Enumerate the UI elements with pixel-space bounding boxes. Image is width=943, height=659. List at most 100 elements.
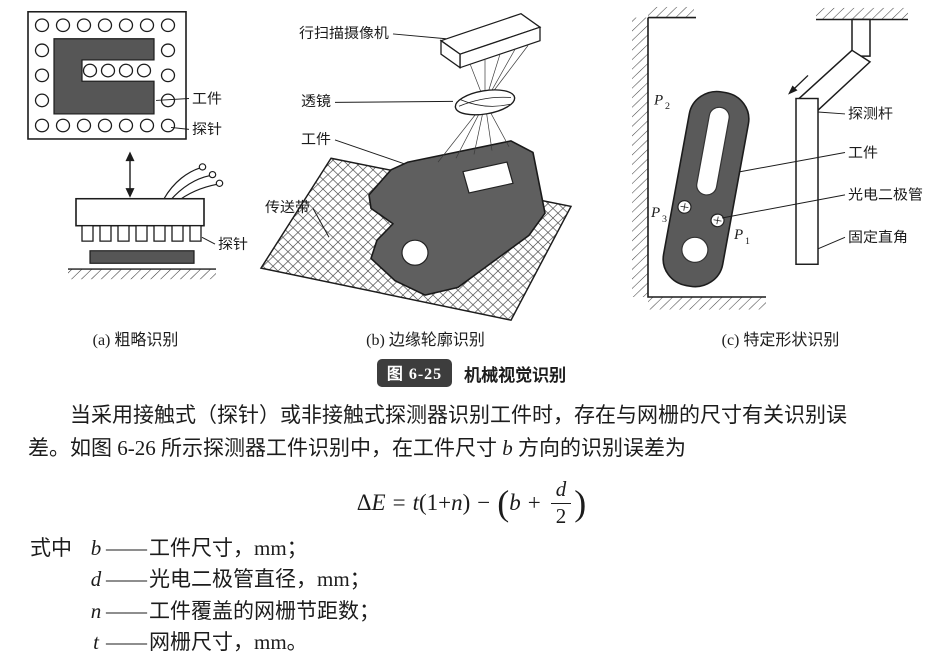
var-E: E [371,489,386,515]
ground-hatching [68,269,216,280]
close-paren-1: ) [462,489,471,515]
wall-outline [647,17,766,298]
workpiece-leader [155,98,190,101]
conveyor-leader [312,208,330,238]
probe2-label: 探针 [218,236,248,253]
line-scan-camera [439,13,542,69]
ceiling-hatching [816,7,908,20]
figure-caption: 图 6-25 机械视觉识别 [0,359,943,387]
body-paragraph: 当采用接触式（探针）或非接触式探测器识别工件时，存在与网栅的尺寸有关识别误差。如… [28,399,916,465]
fixed-angle-label: 固定直角 [848,229,908,246]
big-close-paren: ) [574,483,587,524]
arrow-up-icon [125,151,135,162]
where-line-n: n —— 工件覆盖的网栅节距数； [86,596,943,627]
p1-subscript: 1 [745,236,750,247]
plus-sign: + [527,489,541,515]
figure-number-badge: 图 6-25 [376,359,453,387]
workpiece-bar [89,250,195,264]
symbol-n: n [90,598,102,623]
rectangular-hole [462,161,514,194]
fraction-numerator: d [550,478,572,504]
wall-top-hatching [648,6,694,18]
specific-shape-diagram: P 2 P 3 P 1 探测杆 工件 光电二极管 固定直角 [632,6,923,310]
figure-title: 机械视觉识别 [464,365,567,385]
dash: —— [106,567,147,592]
var-t: t [412,489,419,515]
where-line-b: 式中 b —— 工件尺寸，mm； [30,533,943,564]
probe-board-diagram: 工件 探针 [27,11,222,140]
probe-label: 探针 [192,121,222,138]
conveyor-label: 传送带 [265,199,310,216]
symbol-definitions: 式中 b —— 工件尺寸，mm； d —— 光电二极管直径，mm； n —— 工… [30,533,943,657]
symbol-d: d [90,567,102,592]
rough-recognition-diagram: 工件 探针 [27,11,248,280]
edge-contour-diagram: 行扫描摄像机 透镜 工件 传送带 [259,13,573,321]
figure-6-25: 工件 探针 [27,6,943,350]
camera-label: 行扫描摄像机 [299,25,389,42]
var-b: b [509,489,521,515]
big-open-paren: ( [497,483,510,524]
definition-t: 网栅尺寸，mm。 [149,629,308,654]
open-paren-1: ( [418,489,427,515]
circular-hole [401,239,429,266]
probe-teeth [81,225,202,242]
workpiece-leader [739,151,846,173]
probe-head-diagram: 探针 [68,151,248,280]
panel-c: P 2 P 3 P 1 探测杆 工件 光电二极管 固定直角 (c) 特定形状识别 [618,6,943,350]
dash: —— [106,536,147,561]
motion-arrow-shaft [793,74,809,90]
probe-rod-label: 探测杆 [848,106,893,123]
panel-b-caption: (b) 边缘轮廓识别 [366,332,485,349]
lens-leader [334,100,454,103]
definition-d: 光电二极管直径，mm； [149,567,371,592]
workpiece-shape [53,38,155,115]
paragraph-line1: 当采用接触式（探针）或非接触式探测器识别工件时，存在与网栅的尺寸有关识别误 [70,403,847,427]
wire-ends [198,163,224,187]
p2-label: P [653,93,663,109]
lens [454,89,516,116]
one-plus: 1+ [426,489,452,515]
variable-b-inline: b [502,436,513,461]
workpiece-leader [334,139,406,165]
delta-symbol: Δ [356,489,372,515]
where-line-t: t —— 网栅尺寸，mm。 [86,627,943,658]
probe-head-body [75,197,205,227]
panel-a-caption: (a) 粗略识别 [92,332,179,349]
wall-hatching [632,17,648,298]
minus-sign: − [477,489,491,515]
dash: —— [106,629,147,654]
p3-label: P [650,205,660,221]
var-n: n [451,489,463,515]
where-line-d: d —— 光电二极管直径，mm； [86,564,943,595]
arrow-down-icon [125,188,135,198]
probe-rod-leader [817,111,846,115]
paragraph-line2-end: 方向的识别误差为 [512,436,686,461]
mount-rod [851,18,871,57]
symbol-b: b [90,536,102,561]
floor-hatching [648,297,766,310]
workpiece-label: 工件 [301,131,331,148]
arrow-down-left-icon [788,85,798,95]
photodiode-label: 光电二极管 [848,187,923,204]
p1-label: P [733,227,743,243]
slot-holes [82,63,152,78]
probe-hole-grid [34,18,176,133]
lens-label: 透镜 [301,92,331,110]
probe2-leader [201,236,216,245]
dash: —— [106,598,147,623]
elongated-slot [696,106,730,196]
bottom-hole [681,236,709,263]
paragraph-line2-start: 差。如图 6-26 所示探测器工件识别中，在工件尺寸 [28,436,503,461]
workpiece-plate [662,90,750,288]
panel-b: 行扫描摄像机 透镜 工件 传送带 (b) 边缘轮廓识别 [253,6,598,350]
definition-b: 工件尺寸，mm； [149,536,308,561]
equals-sign: = [392,489,406,515]
symbol-t: t [93,629,99,654]
where-label: 式中 [30,536,72,561]
probe-wires [163,167,218,204]
workpiece-label: 工件 [848,145,878,162]
definition-n: 工件覆盖的网栅节距数； [149,598,380,623]
panel-c-caption: (c) 特定形状识别 [721,332,840,349]
